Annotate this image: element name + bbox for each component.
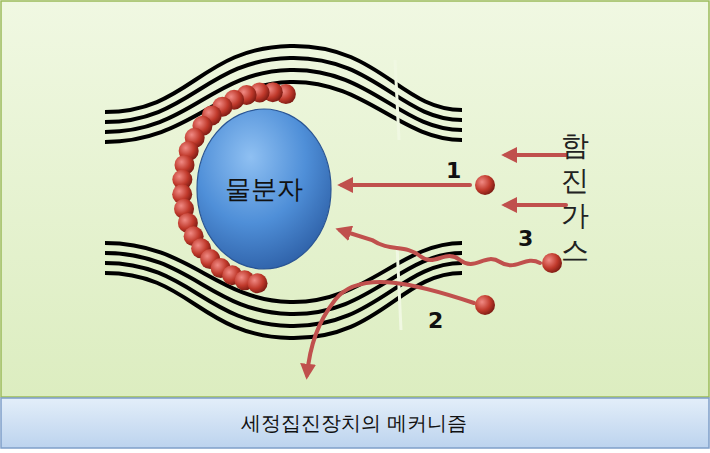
callout-number: 2 xyxy=(428,310,443,332)
streamline-gap xyxy=(395,60,401,330)
callout-number: 1 xyxy=(446,160,461,182)
callout-number: 3 xyxy=(518,228,533,250)
caption: 세정집진장치의 메커니즘 xyxy=(0,398,708,448)
water-droplet: 물분자 xyxy=(196,108,332,270)
particle xyxy=(248,273,268,293)
caption-band xyxy=(1,398,709,448)
gas-label: 함진가스 xyxy=(561,128,589,268)
node-label: 물분자 xyxy=(225,172,303,207)
streamlines xyxy=(105,46,462,338)
gas-arrows xyxy=(307,155,566,375)
gas-particles xyxy=(475,175,562,315)
node-text-box: 물분자 xyxy=(196,108,332,270)
background-panel xyxy=(1,1,709,397)
